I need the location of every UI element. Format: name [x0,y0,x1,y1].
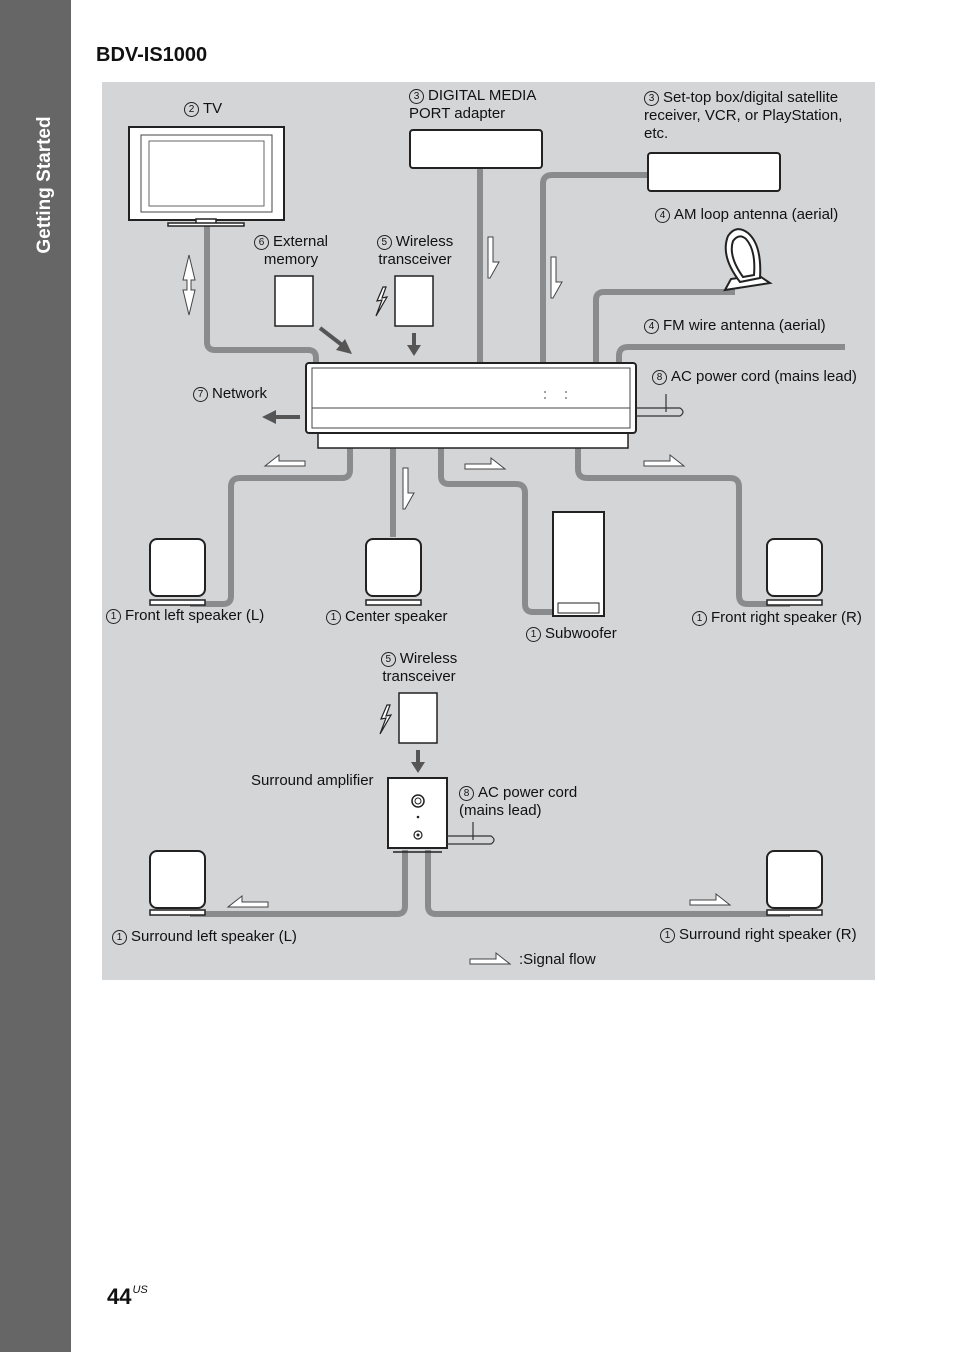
dmport-adapter-icon [409,129,543,169]
fm-antenna-wire [616,344,845,366]
tv-signal-arrow [182,254,196,316]
front-right-cable [575,448,790,607]
ac-power-cord-amplifier [447,822,495,845]
settop-cable [540,172,650,366]
surround-right-speaker-icon [766,850,823,916]
legend-signal-arrow [469,952,511,965]
model-title: BDV-IS1000 [96,44,208,66]
dmport-signal-arrow [487,236,500,279]
subwoofer-cable [438,448,555,615]
tv-cable [204,225,319,366]
main-unit-icon [305,362,637,449]
external-memory-icon [274,275,314,327]
center-speaker-icon [365,538,422,606]
center-signal-arrow [402,467,415,510]
wireless-signal-icon [375,286,389,317]
wireless-down-arrow [407,333,421,356]
surround-amplifier-label: Surround amplifier [251,772,374,789]
front-right-speaker-icon [766,538,823,606]
subwoofer-icon [552,511,605,617]
external-memory-arrow [318,326,352,354]
cables [190,168,845,917]
surround-amplifier-icon [387,777,448,853]
front-right-signal-arrow [643,454,685,467]
front-left-signal-arrow [264,454,306,467]
am-antenna-cable [593,289,735,366]
front-left-cable [190,448,353,607]
tv-icon [128,126,285,227]
am-loop-antenna-icon [723,228,773,292]
surround-wireless-transceiver-icon [398,692,438,744]
page-number: 44US [107,1284,148,1309]
wireless-transceiver-icon [394,275,434,327]
surround-right-signal-arrow [689,893,731,906]
subwoofer-signal-arrow [464,457,506,470]
surround-right-cable [425,850,790,917]
legend-label: :Signal flow [519,951,596,968]
surround-wireless-down-arrow [411,750,425,773]
surround-left-cable [190,850,408,917]
front-left-speaker-icon [149,538,206,606]
ac-power-cord-main [636,394,684,417]
surround-wireless-signal-icon [379,704,393,735]
surround-left-signal-arrow [227,895,269,908]
surround-left-speaker-icon [149,850,206,916]
settop-signal-arrow [550,256,563,299]
network-arrow [262,410,300,424]
settop-box-icon [647,152,781,192]
sidebar: Getting Started [0,0,71,1352]
